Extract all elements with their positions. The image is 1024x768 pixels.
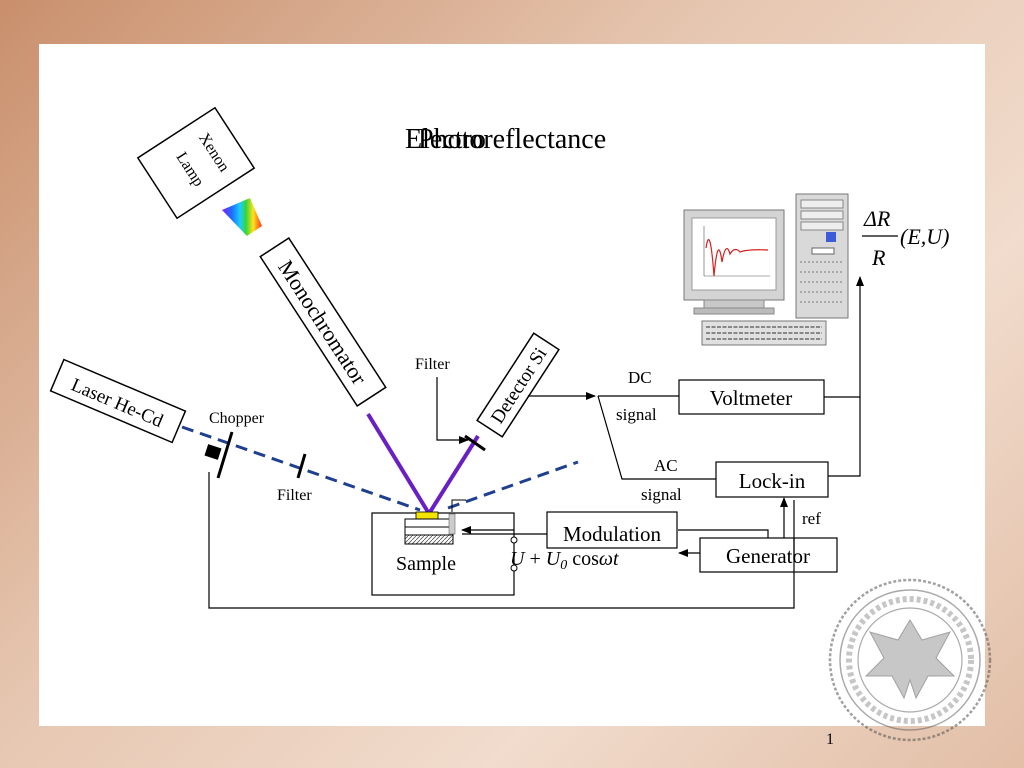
- title-electro: Electro: [405, 124, 486, 155]
- chopper-sync-line: [208, 472, 795, 609]
- sample-holder: Sample: [371, 499, 515, 596]
- ref-line: [678, 529, 769, 538]
- scattered-beam: [447, 460, 579, 510]
- result-numerator: ΔR: [863, 206, 891, 231]
- lockin-label: Lock-in: [739, 469, 806, 493]
- page-number: 1: [826, 731, 834, 748]
- ac-signal-label: signal: [641, 485, 682, 504]
- title-photoreflectance: Photoreflectance: [418, 124, 606, 155]
- prism-spectrum-icon: [222, 198, 262, 236]
- terminal-top: [510, 536, 518, 544]
- ac-label: AC: [654, 456, 678, 475]
- laser-filter: [296, 453, 307, 479]
- monochromator: Monochromator: [259, 237, 387, 407]
- generator-label: Generator: [726, 544, 810, 568]
- sample-label: Sample: [396, 553, 456, 575]
- spectrum-curve: [705, 239, 769, 277]
- laser-filter-label: Filter: [277, 487, 312, 504]
- keyboard-icon: [701, 320, 827, 346]
- modulation-label: Modulation: [563, 522, 661, 546]
- ref-label: ref: [802, 509, 821, 528]
- ac-branch: [597, 395, 716, 480]
- dc-label: DC: [628, 368, 652, 387]
- result-arguments: (E,U): [900, 224, 949, 249]
- xenon-lamp: Xenon Lamp: [136, 106, 262, 236]
- voltmeter-box: [678, 379, 825, 415]
- result-formula: ΔR R (E,U): [862, 206, 949, 270]
- detector-filter-label: Filter: [415, 356, 450, 373]
- reflected-beam: [428, 434, 480, 514]
- university-seal-icon: [828, 578, 992, 742]
- sample-crystal: [415, 511, 439, 520]
- laser-he-cd: Laser He-Cd: [49, 358, 187, 444]
- computer-monitor-icon: [683, 209, 785, 315]
- dc-signal-label: signal: [616, 405, 657, 424]
- voltmeter-label: Voltmeter: [710, 386, 792, 410]
- modulation-box: [546, 511, 678, 549]
- probe-beam: [366, 412, 430, 514]
- lockin-to-pc: [828, 397, 861, 477]
- chopper-label: Chopper: [209, 410, 265, 427]
- monochromator-label: Monochromator: [273, 256, 372, 390]
- chopper: Chopper: [204, 410, 265, 479]
- filter-pointer: [436, 377, 469, 444]
- generator-box: [699, 537, 838, 573]
- computer-tower-icon: [795, 193, 849, 319]
- laser-beam: [181, 425, 421, 512]
- detector-si: Detector Si: [464, 332, 560, 452]
- result-denominator: R: [871, 245, 886, 270]
- bias-formula: U + U0 cosωt: [510, 548, 619, 573]
